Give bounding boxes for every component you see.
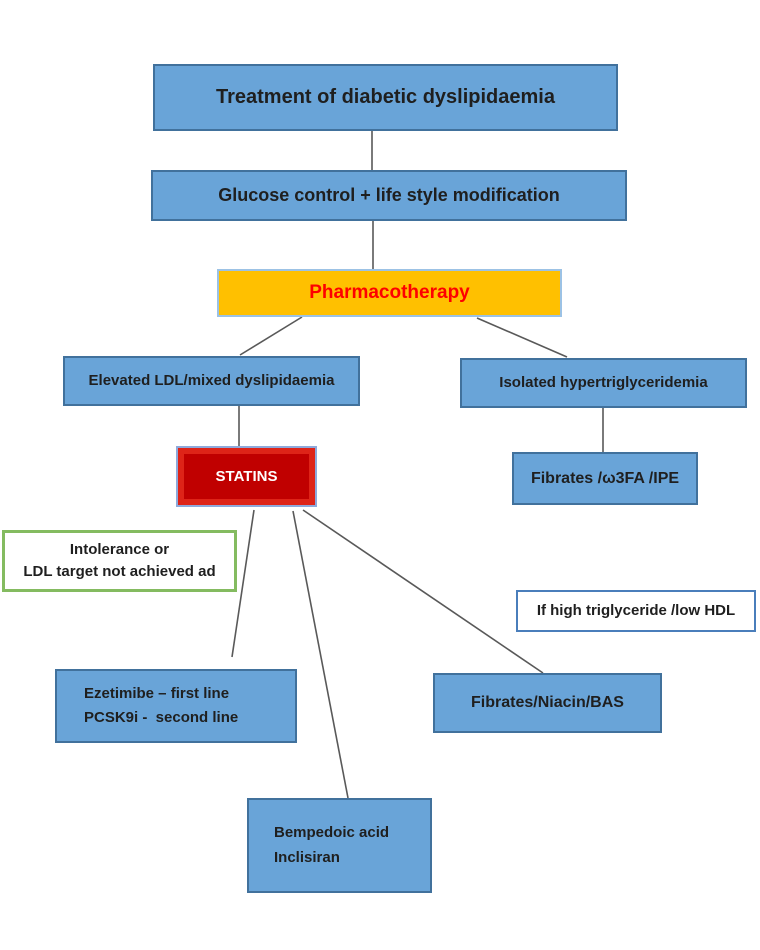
node-statins-inner-panel: STATINS (184, 454, 309, 499)
edge-pharm-isolated (476, 317, 568, 358)
edge-statins-fibratesniacin (302, 509, 544, 674)
callout-statin-intolerance-line2: LDL target not achieved ad (23, 563, 216, 580)
node-ezetimibe-line1: Ezetimibe – first line (84, 685, 230, 702)
node-statins: STATINS (176, 446, 317, 507)
node-elevated-ldl-label: Elevated LDL/mixed dyslipidaemia (88, 372, 335, 390)
node-glucose-control: Glucose control + life style modificatio… (151, 170, 627, 221)
callout-statin-intolerance: Intolerance or LDL target not achieved a… (2, 530, 237, 592)
node-treatment-title: Treatment of diabetic dyslipidaemia (153, 64, 618, 131)
node-statins-label: STATINS (215, 467, 278, 485)
node-ezetimibe-pcsk9i: Ezetimibe – first line PCSK9i - second l… (55, 669, 297, 743)
node-bempedoic-line1: Bempedoic acid (274, 823, 390, 841)
node-pharmacotherapy: Pharmacotherapy (217, 269, 562, 317)
node-fibrates-omega3-ipe: Fibrates /ω3FA /IPE (512, 452, 698, 505)
callout-high-triglyceride-label: If high triglyceride /low HDL (536, 602, 736, 620)
callout-statin-intolerance-line1: Intolerance or (69, 541, 170, 559)
edge-statins-bempedoic (292, 510, 349, 799)
callout-high-triglyceride: If high triglyceride /low HDL (516, 590, 756, 632)
node-fibrates-omega3-ipe-label: Fibrates /ω3FA /IPE (530, 469, 680, 487)
node-fibrates-niacin-bas: Fibrates/Niacin/BAS (433, 673, 662, 733)
node-pharmacotherapy-label: Pharmacotherapy (309, 282, 470, 304)
node-fibrates-niacin-bas-label: Fibrates/Niacin/BAS (471, 694, 624, 712)
node-elevated-ldl: Elevated LDL/mixed dyslipidaemia (63, 356, 360, 406)
node-ezetimibe-line2: PCSK9i - second line (84, 709, 239, 726)
edge-pharm-elevated (239, 316, 303, 356)
node-glucose-control-label: Glucose control + life style modificatio… (218, 185, 560, 206)
node-bempedoic-inclisiran: Bempedoic acid Inclisiran (247, 798, 432, 893)
edge-statins-ezetimibe (231, 509, 255, 658)
node-isolated-hypertriglyceridemia: Isolated hypertriglyceridemia (460, 358, 747, 408)
node-bempedoic-line2: Inclisiran (274, 848, 340, 866)
node-isolated-hypertriglyceridemia-label: Isolated hypertriglyceridemia (499, 374, 708, 392)
node-treatment-title-label: Treatment of diabetic dyslipidaemia (216, 86, 555, 108)
